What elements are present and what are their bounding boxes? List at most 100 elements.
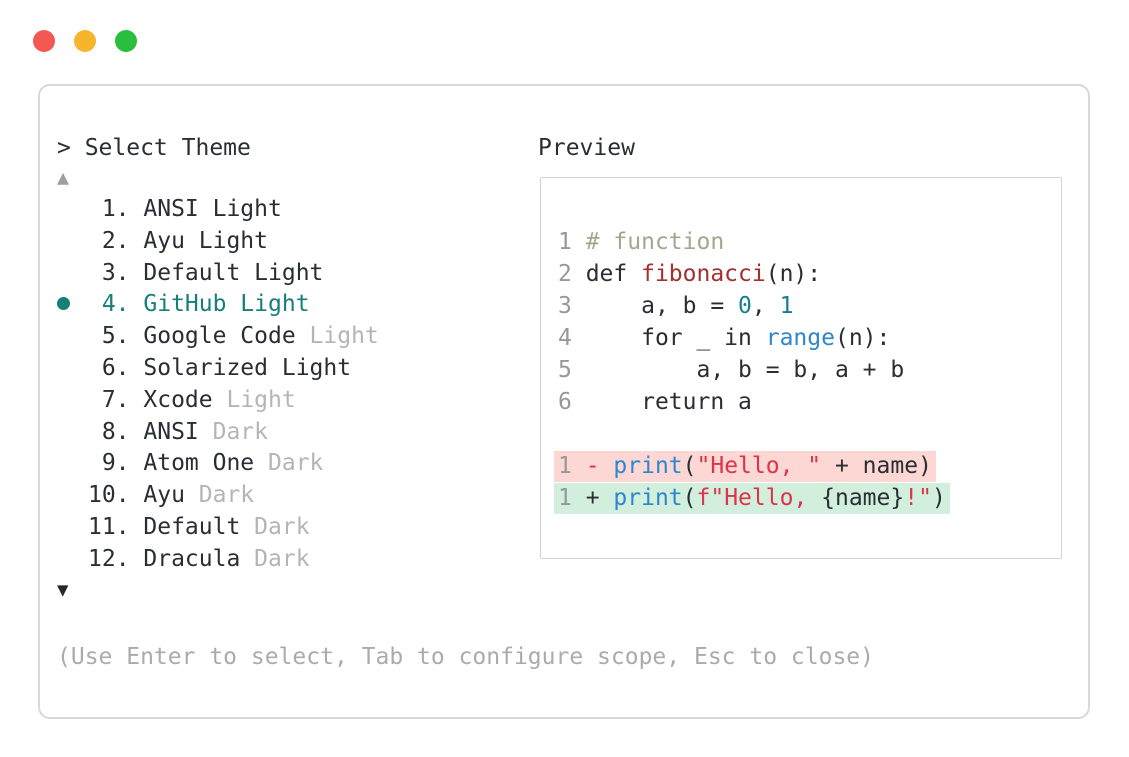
code-line: 1+ print(f"Hello, {name}!") xyxy=(554,482,950,514)
code-token: for _ in xyxy=(585,325,766,351)
theme-variant: Light xyxy=(309,323,379,350)
theme-variant: Dark xyxy=(254,545,310,572)
theme-name: Ayu Light xyxy=(143,227,268,254)
code-token: ( xyxy=(682,485,697,511)
theme-list-item[interactable]: 6. Solarized Light xyxy=(57,353,379,385)
theme-variant: Dark xyxy=(198,482,255,509)
line-number: 5 xyxy=(558,357,572,383)
theme-number: 2. xyxy=(101,227,130,254)
line-number: 3 xyxy=(558,293,572,319)
code-token: 1 xyxy=(779,293,794,319)
line-number: 1 xyxy=(558,229,572,255)
theme-list-item[interactable]: 12. Dracula Dark xyxy=(57,544,379,576)
theme-name: GitHub Light xyxy=(143,291,310,318)
theme-variant: Dark xyxy=(268,450,324,477)
theme-list-item[interactable]: 8. ANSI Dark xyxy=(57,417,379,449)
theme-name: Google Code xyxy=(143,323,296,350)
code-token: print xyxy=(613,485,683,511)
theme-number: 9. xyxy=(101,450,130,477)
theme-variant: Light xyxy=(226,386,296,413)
code-token: a, b = xyxy=(585,293,739,319)
code-token: "Hello, " xyxy=(696,453,822,479)
code-token: (n): xyxy=(765,261,822,287)
theme-list-item[interactable]: 10. Ayu Dark xyxy=(57,480,379,512)
code-token: , xyxy=(751,293,780,319)
theme-list-item[interactable]: 4. GitHub Light xyxy=(57,289,379,321)
theme-number: 12. xyxy=(88,545,130,572)
code-line: 5 a, b = b, a + b xyxy=(558,354,950,386)
theme-list-item[interactable]: 3. Default Light xyxy=(57,258,379,290)
code-token: a, b = b, a + b xyxy=(585,357,905,383)
code-line: 3 a, b = 0, 1 xyxy=(558,290,950,322)
theme-name: Ayu xyxy=(143,482,185,509)
theme-number: 11. xyxy=(88,513,130,540)
code-token: # function xyxy=(585,229,725,255)
code-token: ( xyxy=(682,453,697,479)
theme-name: Default Light xyxy=(143,259,324,286)
code-token: def xyxy=(585,261,642,287)
help-text: (Use Enter to select, Tab to configure s… xyxy=(57,644,874,670)
theme-list-item[interactable]: 5. Google Code Light xyxy=(57,321,379,353)
theme-list-item[interactable]: 1. ANSI Light xyxy=(57,194,379,226)
code-token: !" xyxy=(904,485,932,511)
code-line: 1 # function xyxy=(558,226,950,258)
code-token: ) xyxy=(931,485,946,511)
theme-list-item[interactable]: 11. Default Dark xyxy=(57,512,379,544)
diff-added-line: 1+ print(f"Hello, {name}!") xyxy=(554,483,950,514)
code-line: 4 for _ in range(n): xyxy=(558,322,950,354)
code-token: 0 xyxy=(738,293,752,319)
theme-number: 5. xyxy=(101,323,130,350)
scroll-up-indicator-icon[interactable]: ▲ xyxy=(57,165,70,189)
theme-number: 6. xyxy=(101,354,130,381)
minimize-button[interactable] xyxy=(74,30,96,52)
theme-list-item[interactable]: 9. Atom One Dark xyxy=(57,448,379,480)
theme-number: 4. xyxy=(101,291,130,318)
line-number: 1 xyxy=(558,485,572,511)
scroll-down-indicator-icon[interactable]: ▼ xyxy=(57,579,69,601)
zoom-button[interactable] xyxy=(115,30,137,52)
theme-number: 7. xyxy=(101,386,130,413)
code-token: print xyxy=(613,453,683,479)
preview-title: Preview xyxy=(538,135,635,161)
theme-variant: Dark xyxy=(212,418,268,445)
theme-number: 10. xyxy=(88,482,130,509)
line-number: 1 xyxy=(558,453,572,479)
line-number: 2 xyxy=(558,261,572,287)
selected-indicator xyxy=(57,289,88,321)
theme-name: Default xyxy=(143,513,241,540)
select-theme-prompt: > Select Theme xyxy=(57,135,251,161)
code-line: 2 def fibonacci(n): xyxy=(558,258,950,290)
theme-list-item[interactable]: 2. Ayu Light xyxy=(57,226,379,258)
code-token: + xyxy=(585,485,614,511)
code-token: range xyxy=(765,325,835,351)
line-number: 6 xyxy=(558,389,572,415)
theme-list-item[interactable]: 7. Xcode Light xyxy=(57,385,379,417)
code-token: fibonacci xyxy=(641,261,766,287)
diff-removed-line: 1- print("Hello, " + name) xyxy=(554,451,936,482)
code-line: 6 return a xyxy=(558,386,950,418)
code-line: 1- print("Hello, " + name) xyxy=(554,450,950,482)
window-controls xyxy=(33,30,137,52)
theme-number: 3. xyxy=(101,259,130,286)
selected-dot-icon xyxy=(57,296,70,310)
theme-name: Dracula xyxy=(143,545,241,572)
theme-number: 8. xyxy=(101,418,130,445)
theme-name: Solarized Light xyxy=(143,354,352,381)
close-button[interactable] xyxy=(33,30,55,52)
theme-name: ANSI xyxy=(143,418,199,445)
theme-name: Xcode xyxy=(143,386,213,413)
theme-variant: Dark xyxy=(254,513,310,540)
theme-name: Atom One xyxy=(143,450,255,477)
theme-name: ANSI Light xyxy=(143,196,282,222)
code-token: f"Hello, xyxy=(696,485,822,511)
code-token: - xyxy=(585,453,614,479)
code-line xyxy=(558,418,950,450)
code-token: return a xyxy=(585,389,752,415)
code-token: + name) xyxy=(821,453,932,479)
theme-number: 1. xyxy=(101,196,130,222)
code-token: (n): xyxy=(834,325,891,351)
line-number: 4 xyxy=(558,325,572,351)
